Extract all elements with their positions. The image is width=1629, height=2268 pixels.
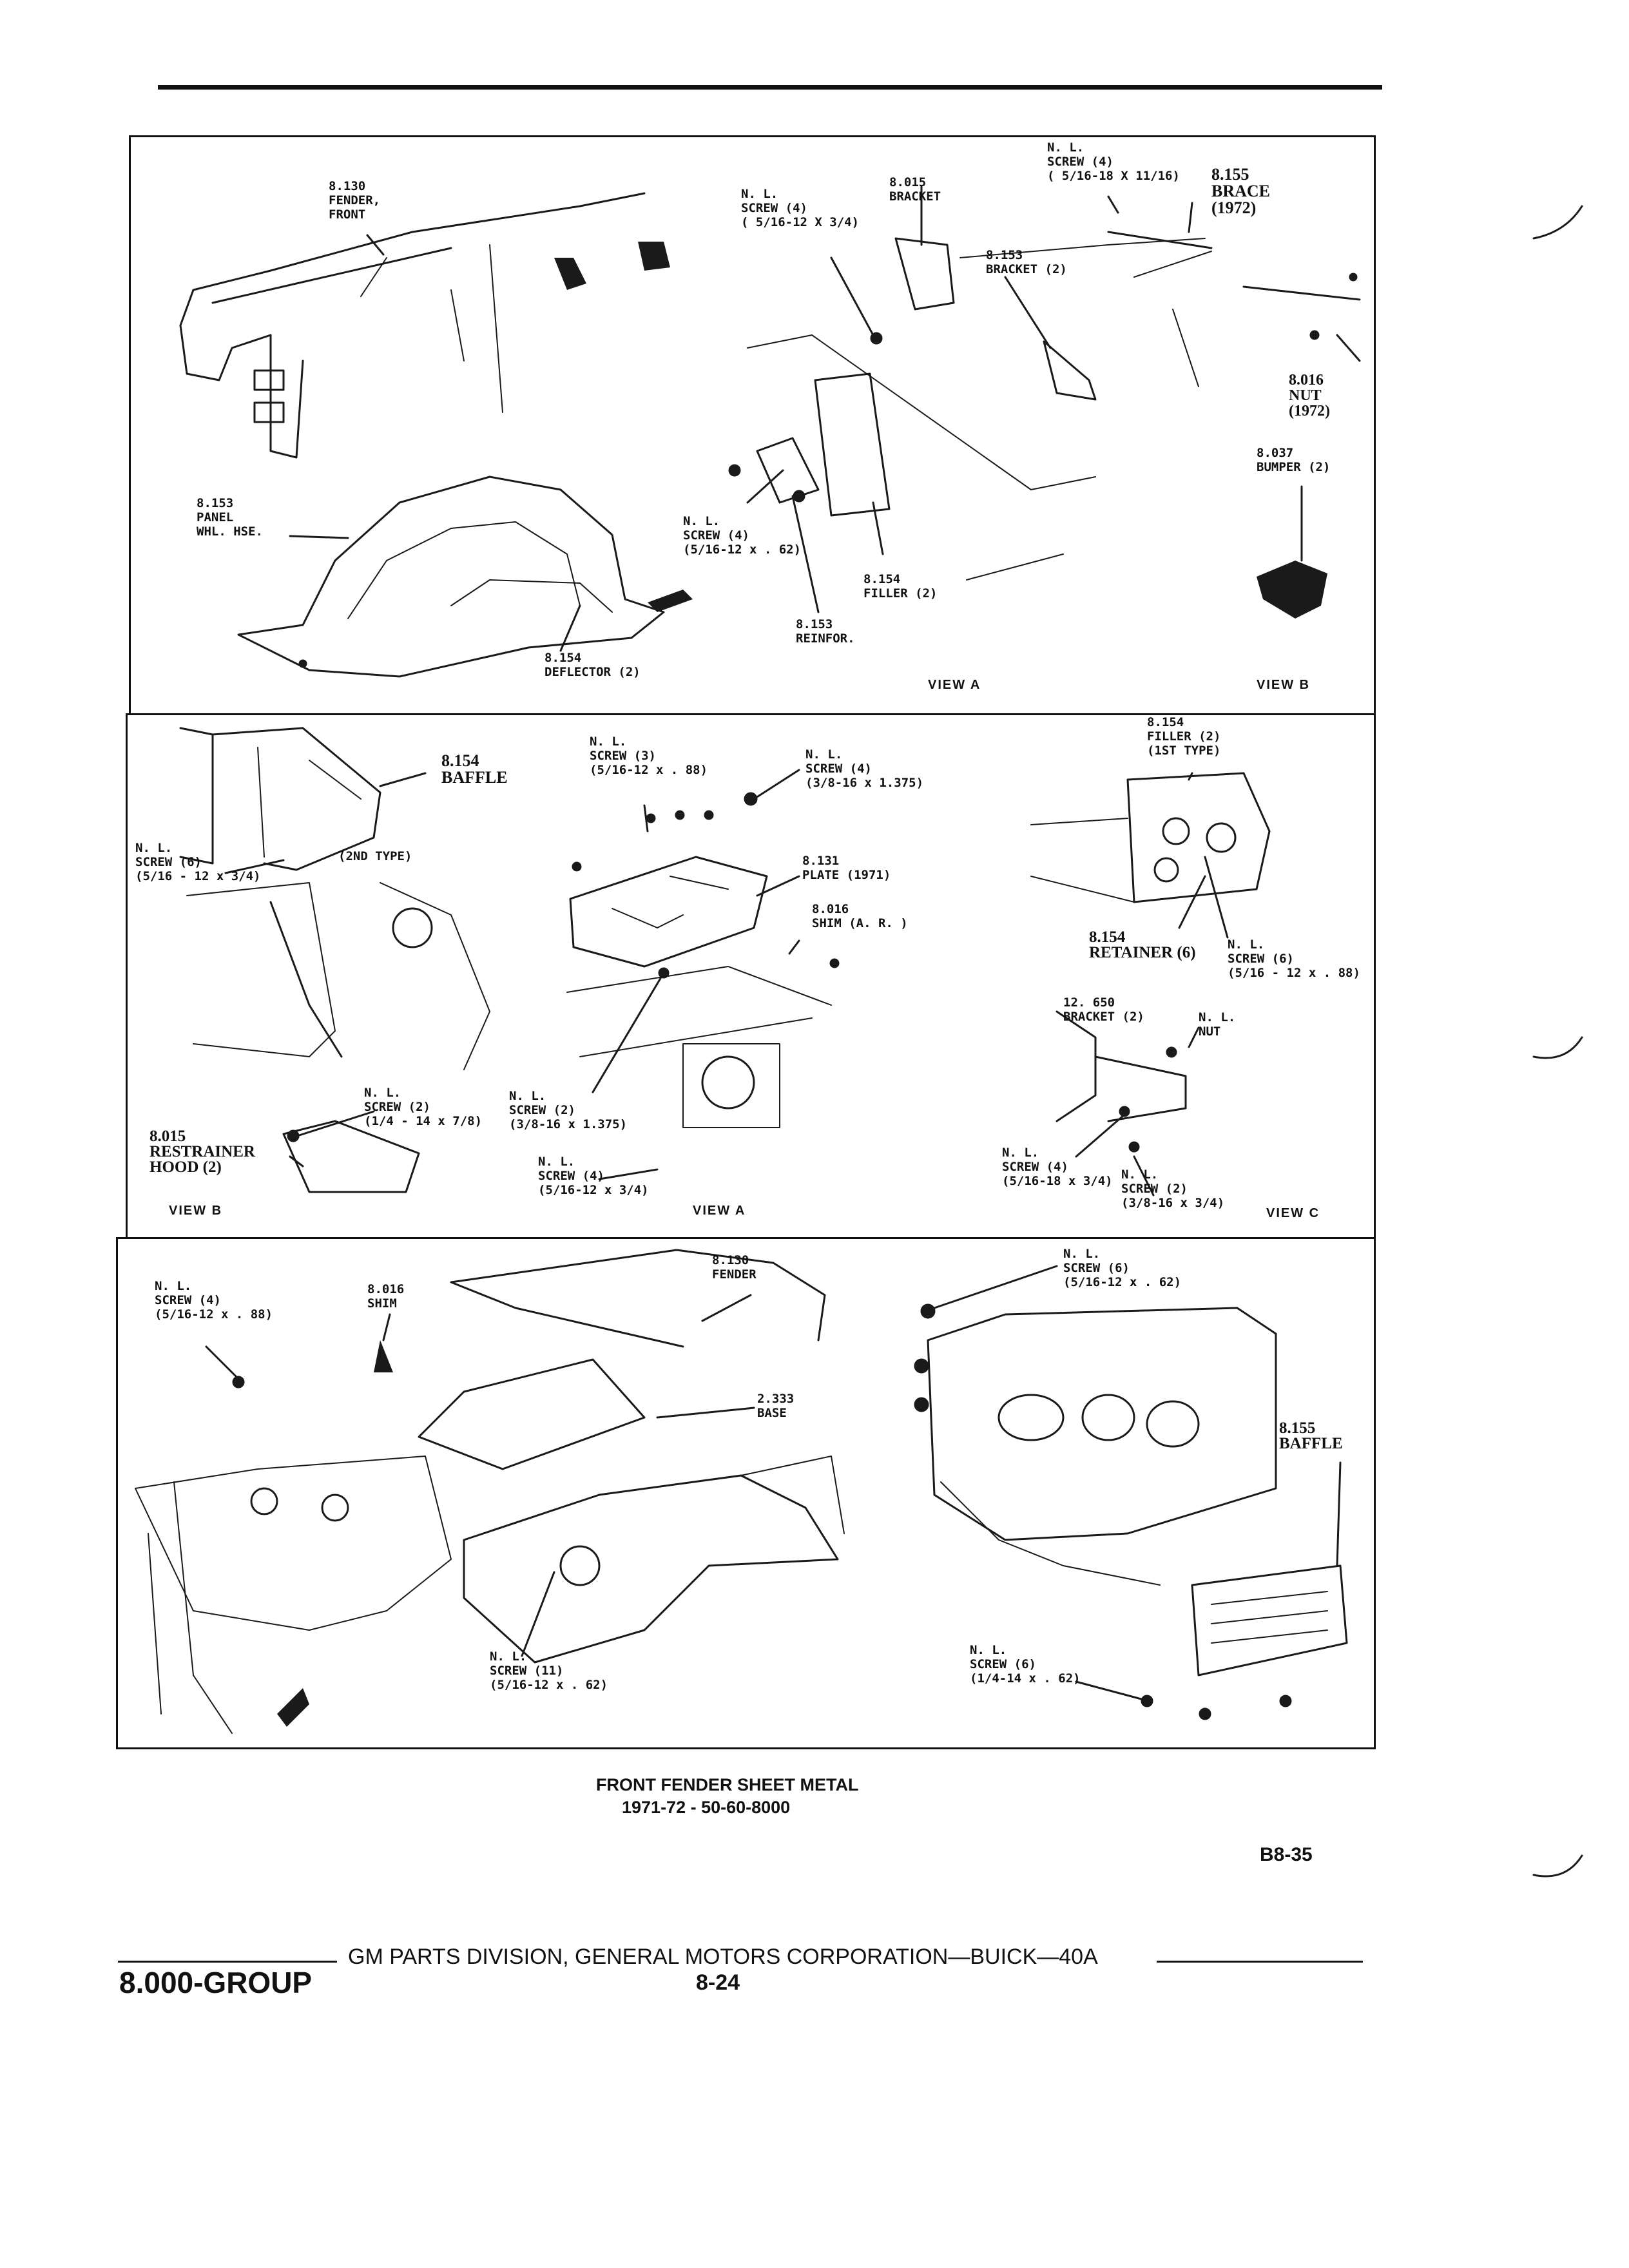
view-c-caption: VIEW C: [1266, 1206, 1320, 1220]
footer-rule-right: [1157, 1961, 1363, 1963]
label-nl-screw-2a: N. L. SCREW (2) (3/8-16 x 1.375): [509, 1089, 628, 1131]
label-nl-screw-2c: N. L. SCREW (2) (3/8-16 x 3/4): [1121, 1168, 1225, 1210]
fender-front-drawing: [179, 192, 670, 459]
label-restrainer-hood: 8.015 RESTRAINER HOOD (2): [149, 1128, 255, 1176]
label-nl-screw-b: N. L. SCREW (4) ( 5/16-18 X 11/16): [1047, 140, 1180, 183]
label-bracket-8153: 8.153 BRACKET (2): [986, 248, 1067, 276]
label-baffle-8155: 8.155 BAFFLE: [1279, 1419, 1343, 1452]
label-deflector-8154: 8.154 DEFLECTOR (2): [545, 651, 641, 679]
panel-3-leaders: [205, 1265, 1342, 1701]
view-a-plate-drawing: [566, 792, 840, 1128]
view-b-baffle-drawing: [179, 727, 490, 1193]
footer-rule-left: [118, 1961, 337, 1963]
diagram-subtitle: 1971-72 - 50-60-8000: [622, 1798, 791, 1817]
brace-and-nut-drawing: [1107, 231, 1361, 340]
view-b-caption: VIEW B: [1257, 678, 1311, 692]
label-nl-screw-4b: N. L. SCREW (4) (5/16-12 x 3/4): [538, 1155, 649, 1197]
label-nl-screw-3: N. L. SCREW (3) (5/16-12 x . 88): [590, 735, 708, 777]
label-nl-screw-2b: N. L. SCREW (2) (1/4 - 14 x 7/8): [364, 1086, 483, 1128]
label-nl-screw-11: N. L. SCREW (11) (5/16-12 x . 62): [490, 1649, 608, 1692]
view-a-arrow: [648, 590, 693, 612]
panel-1-leaders: [289, 186, 1361, 652]
group-label: 8.000-GROUP: [119, 1966, 313, 1999]
label-nl-screw-4-p3: N. L. SCREW (4) (5/16-12 x . 88): [155, 1279, 273, 1321]
margin-mark: [1532, 1854, 1583, 1878]
margin-mark: [1532, 205, 1583, 240]
view-c-retainer-drawing: [1030, 772, 1271, 1153]
label-baffle-8154: 8.154 BAFFLE: [441, 751, 508, 787]
view-a-caption-2: VIEW A: [693, 1204, 746, 1218]
wheel-house-panel-drawing: [237, 476, 665, 678]
label-plate-8131: 8.131 PLATE (1971): [802, 854, 891, 882]
page-code: B8-35: [1260, 1844, 1313, 1865]
panel-3-frame: [116, 1237, 1376, 1749]
label-nl-screw-a: N. L. SCREW (4) ( 5/16-12 X 3/4): [741, 187, 860, 229]
label-2nd-type: (2ND TYPE): [338, 849, 412, 863]
margin-mark: [1532, 1036, 1583, 1059]
label-nl-screw-4a: N. L. SCREW (4) (3/8-16 x 1.375): [805, 747, 924, 790]
label-nl-screw-4c: N. L. SCREW (4) (5/16-18 x 3/4): [1002, 1146, 1113, 1188]
label-nut-8016: 8.016 NUT (1972): [1289, 372, 1330, 419]
label-filler-1st-type: 8.154 FILLER (2) (1ST TYPE): [1147, 715, 1221, 758]
label-nl-screw-6b: N. L. SCREW (6) (5/16 - 12 x . 88): [1228, 937, 1360, 980]
fender-base-drawing: [135, 1249, 845, 1734]
baffle-radiator-drawing: [914, 1303, 1348, 1720]
direction-arrow: [277, 1688, 309, 1727]
label-nl-screw-c: N. L. SCREW (4) (5/16-12 x . 62): [683, 514, 802, 557]
label-shim-8016: 8.016 SHIM (A. R. ): [812, 902, 908, 930]
label-panel-whl-hse: 8.153 PANEL WHL. HSE.: [197, 496, 263, 539]
label-bracket-12650: 12. 650 BRACKET (2): [1063, 995, 1144, 1024]
label-fender-p3: 8.130 FENDER: [712, 1253, 757, 1282]
label-bracket-8015: 8.015 BRACKET: [889, 175, 941, 204]
label-fender-front: 8.130 FENDER, FRONT: [329, 179, 381, 222]
diagram-title: FRONT FENDER SHEET METAL: [596, 1775, 859, 1794]
footer-text: GM PARTS DIVISION, GENERAL MOTORS CORPOR…: [348, 1945, 1098, 1969]
view-a-caption: VIEW A: [928, 678, 981, 692]
page-number: 8-24: [696, 1970, 740, 1995]
label-base-2333: 2.333 BASE: [757, 1392, 795, 1420]
panel-2-leaders: [224, 769, 1229, 1196]
label-bumper-8037: 8.037 BUMPER (2): [1257, 446, 1331, 474]
label-reinfor-8153: 8.153 REINFOR.: [796, 617, 855, 646]
filler-bracket-drawing: [728, 237, 1212, 581]
label-shim-p3: 8.016 SHIM: [367, 1282, 405, 1311]
label-nl-nut: N. L. NUT: [1199, 1010, 1236, 1039]
label-retainer-8154: 8.154 RETAINER (6): [1089, 928, 1196, 961]
view-b-caption-2: VIEW B: [169, 1204, 223, 1218]
label-nl-screw-6: N. L. SCREW (6) (5/16 - 12 x 3/4): [135, 841, 261, 883]
label-filler-8154: 8.154 FILLER (2): [863, 572, 938, 601]
label-nl-screw-6b-p3: N. L. SCREW (6) (1/4-14 x . 62): [970, 1643, 1081, 1686]
bumper-drawing: [1257, 561, 1327, 619]
top-rule: [158, 85, 1382, 90]
label-brace-8155: 8.155 BRACE (1972): [1211, 165, 1271, 217]
label-nl-screw-6-p3: N. L. SCREW (6) (5/16-12 x . 62): [1063, 1247, 1182, 1289]
